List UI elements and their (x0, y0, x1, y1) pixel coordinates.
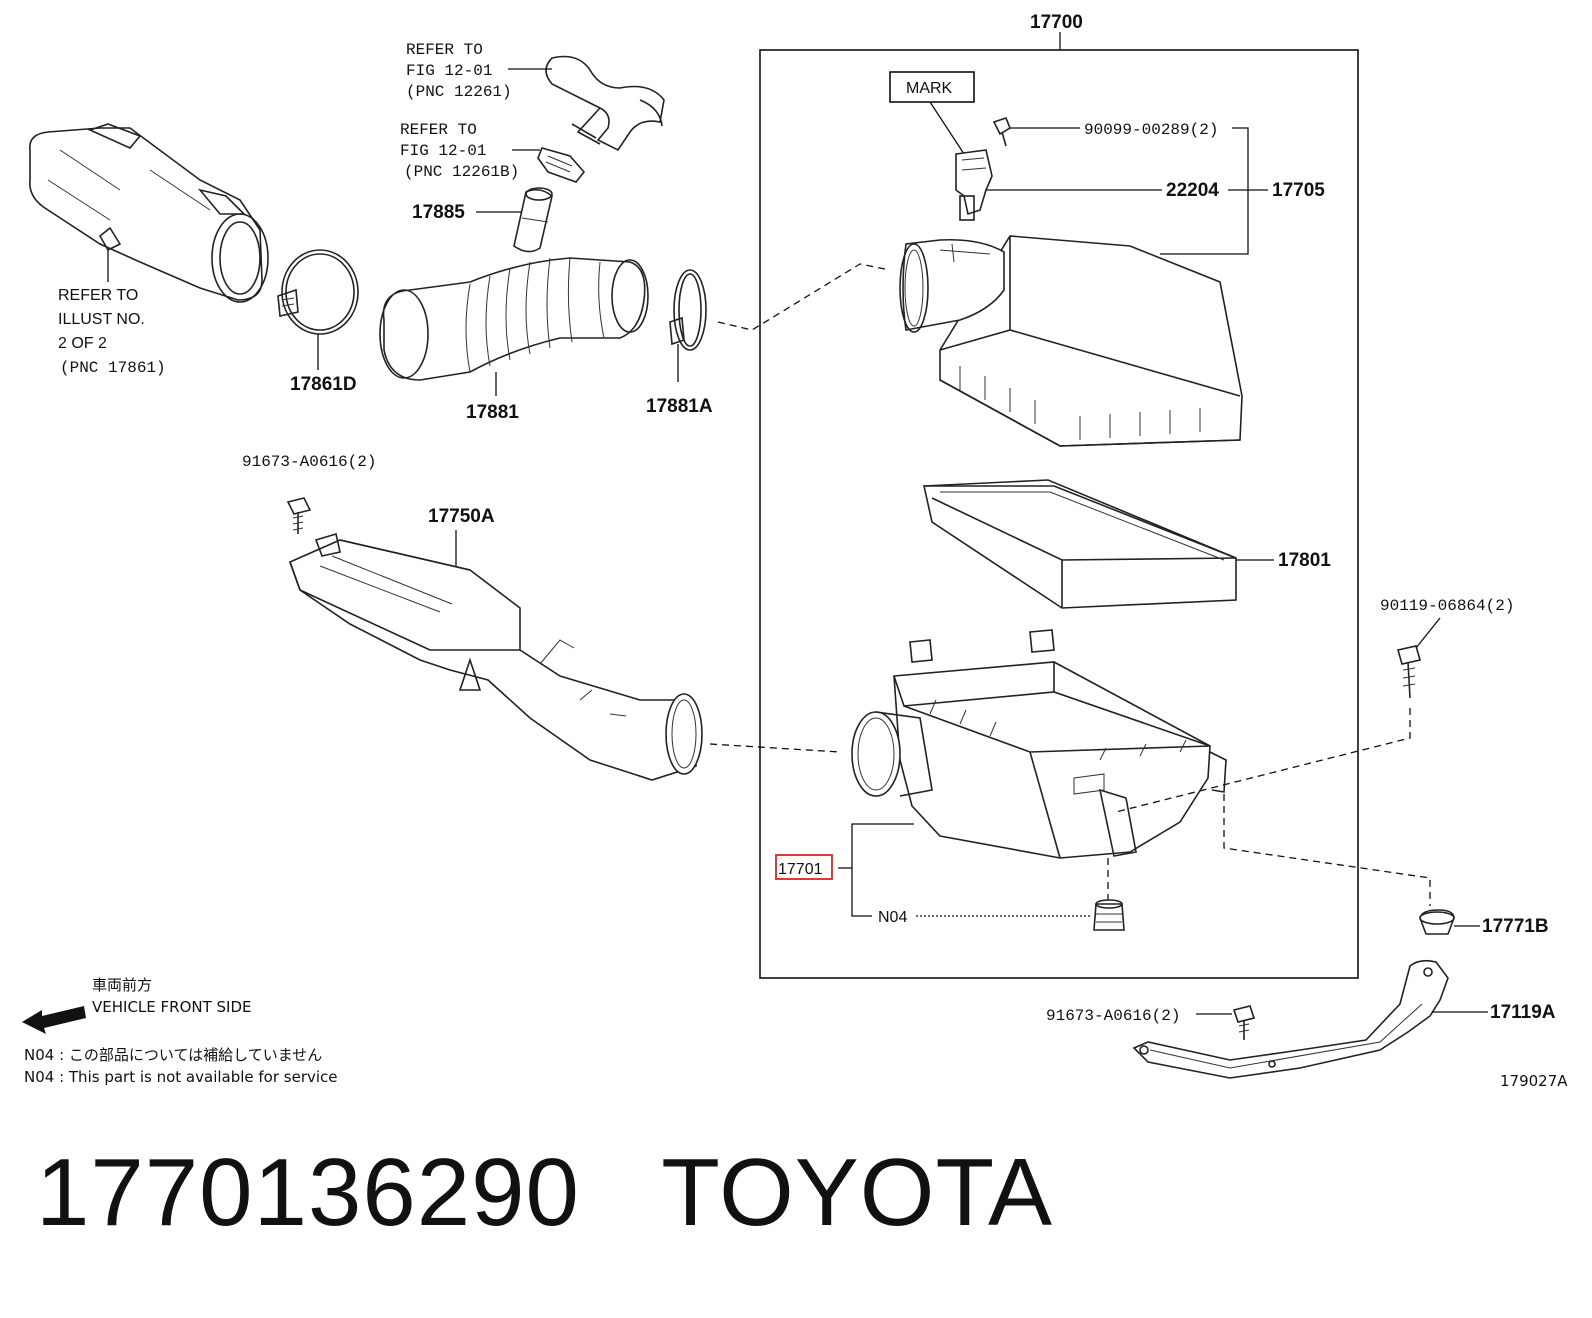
mass-air-flow-sensor (955, 149, 993, 221)
callout-17700[interactable]: 17700 (1030, 12, 1083, 33)
bolt-90119 (1396, 645, 1422, 699)
front-arrow-icon (22, 1006, 86, 1034)
highlight-17701 (775, 854, 833, 880)
callout-22204[interactable]: 22204 (1166, 180, 1219, 201)
clamp-17881A (669, 269, 707, 351)
grommet-n04 (1093, 899, 1125, 931)
svg-text:(PNC 12261): (PNC 12261) (406, 83, 512, 101)
intake-inlet-reference (29, 123, 269, 303)
callout-17119A[interactable]: 17119A (1490, 1002, 1556, 1023)
air-cleaner-case (851, 629, 1227, 859)
svg-text:FIG 12-01: FIG 12-01 (400, 142, 486, 160)
callout-91673-a0616-top[interactable]: 91673-A0616(2) (242, 453, 376, 471)
mark-box (889, 71, 975, 103)
callout-90099-00289[interactable]: 90099-00289(2) (1084, 121, 1218, 139)
svg-text:REFER TO: REFER TO (406, 41, 483, 59)
callout-91673-a0616-bottom[interactable]: 91673-A0616(2) (1046, 1007, 1180, 1025)
callout-17801[interactable]: 17801 (1278, 550, 1331, 571)
grommet-17771B (1419, 909, 1455, 935)
illustration-number: 179027A (1500, 1072, 1568, 1090)
bolt-91673-top (286, 497, 312, 534)
pcv-hose-reference (545, 55, 665, 152)
assembly-frame (759, 49, 1359, 979)
n04-note-en: N04 : This part is not available for ser… (24, 1068, 338, 1086)
air-filter-element (923, 479, 1237, 609)
pipe-17885 (513, 187, 553, 253)
callout-90119-06864[interactable]: 90119-06864(2) (1380, 597, 1514, 615)
screw-90099 (992, 117, 1011, 147)
callout-17881[interactable]: 17881 (466, 402, 519, 423)
callout-17701[interactable]: 17701 (778, 861, 823, 878)
svg-text:2 OF 2: 2 OF 2 (58, 335, 107, 352)
svg-text:FIG 12-01: FIG 12-01 (406, 62, 492, 80)
hose-clip-reference (537, 147, 586, 183)
callout-17771B[interactable]: 17771B (1482, 916, 1549, 937)
callout-17881A[interactable]: 17881A (646, 396, 713, 417)
callout-17861D[interactable]: 17861D (290, 374, 357, 395)
intake-duct-17750A (288, 532, 703, 781)
callout-n04[interactable]: N04 (878, 909, 907, 926)
hose-17881 (379, 257, 649, 381)
callout-17750A[interactable]: 17750A (428, 506, 495, 527)
bracket-17119A (1132, 959, 1449, 1079)
n04-note-jp: N04 : この部品については補給していません (24, 1046, 322, 1064)
vehicle-front-en: VEHICLE FRONT SIDE (92, 998, 252, 1016)
vehicle-front-jp: 車両前方 (92, 976, 152, 994)
callout-17705[interactable]: 17705 (1272, 180, 1325, 201)
bolt-91673-bottom (1232, 1005, 1256, 1040)
air-cleaner-cap (899, 235, 1243, 447)
svg-text:REFER TO: REFER TO (58, 287, 138, 304)
callout-17885[interactable]: 17885 (412, 202, 465, 223)
svg-text:(PNC 17861): (PNC 17861) (60, 359, 166, 377)
svg-text:REFER TO: REFER TO (400, 121, 477, 139)
part-number-caption: 1770136290 TOYOTA (36, 1139, 1054, 1246)
mark-label: MARK (906, 80, 953, 97)
svg-text:(PNC 12261B): (PNC 12261B) (404, 163, 519, 181)
svg-text:ILLUST NO.: ILLUST NO. (58, 311, 145, 328)
clamp-17861D (277, 249, 359, 335)
